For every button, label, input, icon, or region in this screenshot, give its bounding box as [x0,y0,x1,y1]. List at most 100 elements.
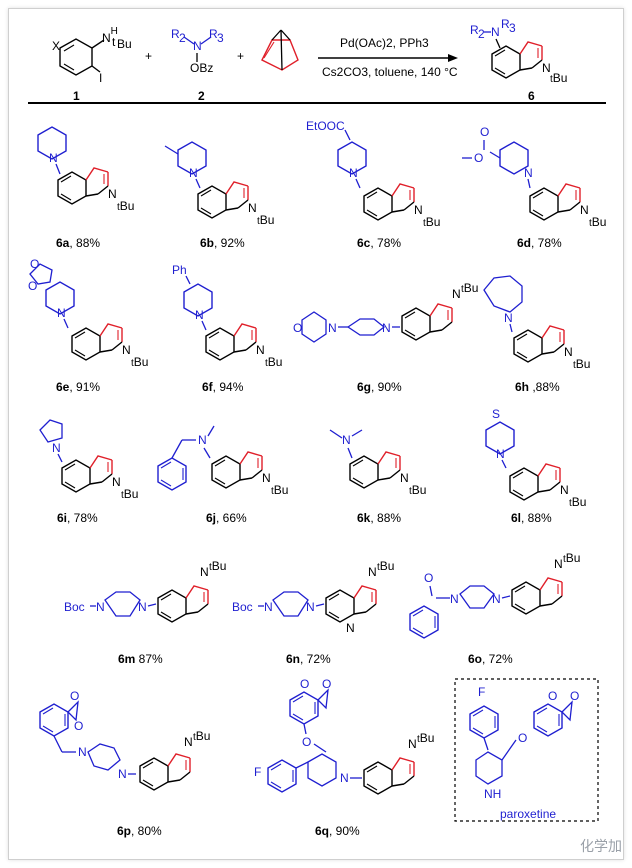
svg-text:O: O [570,689,579,703]
svg-text:tBu: tBu [417,731,434,745]
svg-text:F: F [254,765,261,779]
svg-text:N: N [408,737,417,751]
yield-6p: 6p, 80% [117,824,162,838]
yield-6g: 6g, 90% [357,380,402,394]
svg-text:N: N [346,621,355,635]
svg-text:R: R [209,27,218,41]
svg-text:N: N [492,592,501,606]
reactant-2: R 2 N R 3 OBz [171,27,224,75]
yield-6n: 6n, 72% [286,652,331,666]
svg-text:O: O [30,257,39,271]
norbornadiene [261,29,299,71]
svg-text:F: F [478,685,485,699]
svg-text:N: N [193,39,202,53]
reactant-1: X NH t Bu I [52,26,132,85]
svg-text:tBu: tBu [131,355,148,369]
svg-text:tBu: tBu [377,559,394,573]
svg-text:N: N [57,306,66,320]
reactant1-iodine: I [99,71,102,85]
svg-text:N: N [256,343,265,357]
compound-6n: Boc N N N tBu N [232,559,394,635]
svg-text:N: N [122,343,131,357]
label-6: 6 [528,89,535,103]
svg-text:N: N [504,311,513,325]
svg-text:O: O [70,689,79,703]
svg-text:N: N [96,600,105,614]
svg-text:N: N [52,441,61,455]
reagents-top: Pd(OAc)2, PPh3 [340,36,429,50]
svg-text:N: N [112,475,121,489]
svg-text:O: O [322,677,331,691]
svg-text:R: R [171,27,180,41]
compound-6c: EtOOC N N tBu [306,119,440,229]
svg-text:tBu: tBu [121,487,138,501]
svg-text:N: N [248,201,257,215]
yield-6k: 6k, 88% [357,511,401,525]
svg-text:N: N [78,745,87,759]
label-2: 2 [198,89,205,103]
svg-text:N: N [491,25,500,39]
svg-text:N: N [452,287,461,301]
yield-6d: 6d, 78% [517,236,562,250]
yield-6l: 6l, 88% [511,511,552,525]
svg-text:tBu: tBu [589,215,606,229]
svg-text:N: N [200,565,209,579]
svg-text:N: N [542,61,551,75]
svg-text:tBu: tBu [117,199,134,213]
svg-text:tBu: tBu [409,483,426,497]
svg-text:N: N [580,203,589,217]
svg-text:N: N [400,471,409,485]
compound-6h: N N tBu [483,275,590,371]
svg-text:N: N [349,166,358,180]
paroxetine-label: paroxetine [500,807,556,821]
svg-text:NH: NH [484,787,501,801]
yield-6o: 6o, 72% [468,652,513,666]
reactant1-nh: NH [102,26,118,45]
svg-text:N: N [342,433,351,447]
reactant1-x: X [52,39,60,53]
svg-text:N: N [524,166,533,180]
svg-text:Boc: Boc [64,600,85,614]
compound-6f: Ph N N tBu [172,263,282,369]
svg-text:tBu: tBu [423,215,440,229]
compound-6b: N N tBu [164,141,274,227]
compound-6k: N N tBu [329,429,426,497]
svg-text:OBz: OBz [190,61,213,75]
yield-6m: 6m 87% [118,652,163,666]
svg-text:tBu: tBu [209,559,226,573]
yield-6h: 6h ,88% [515,380,560,394]
compound-6i: N N tBu [39,419,138,501]
svg-text:Bu: Bu [117,37,132,51]
svg-text:O: O [293,321,302,335]
compound-6l: S N N tBu [485,407,586,509]
plus-2: + [237,49,244,63]
svg-text:N: N [328,321,337,335]
label-1: 1 [73,89,80,103]
compound-6e: O O N N tBu [28,257,148,369]
svg-text:N: N [340,771,349,785]
svg-text:N: N [368,565,377,579]
svg-text:t: t [112,35,116,49]
svg-text:N: N [184,735,193,749]
svg-text:R: R [501,17,510,31]
svg-text:tBu: tBu [265,355,282,369]
yield-6c: 6c, 78% [357,236,401,250]
svg-text:3: 3 [217,31,224,45]
svg-text:N: N [138,600,147,614]
svg-text:tBu: tBu [257,213,274,227]
svg-text:O: O [474,151,483,165]
yield-6e: 6e, 91% [56,380,100,394]
svg-text:tBu: tBu [271,483,288,497]
yield-6q: 6q, 90% [315,824,360,838]
svg-text:2: 2 [478,27,485,41]
watermark: 化学加 [580,839,622,855]
svg-text:O: O [302,735,311,749]
paroxetine-box [454,678,599,822]
svg-text:N: N [195,308,204,322]
svg-text:N: N [189,166,198,180]
yield-6j: 6j, 66% [206,511,247,525]
reagents-bottom: Cs2CO3, toluene, 140 °C [322,65,458,79]
compound-6o: O N N N tBu [409,551,580,639]
svg-text:tBu: tBu [563,551,580,565]
